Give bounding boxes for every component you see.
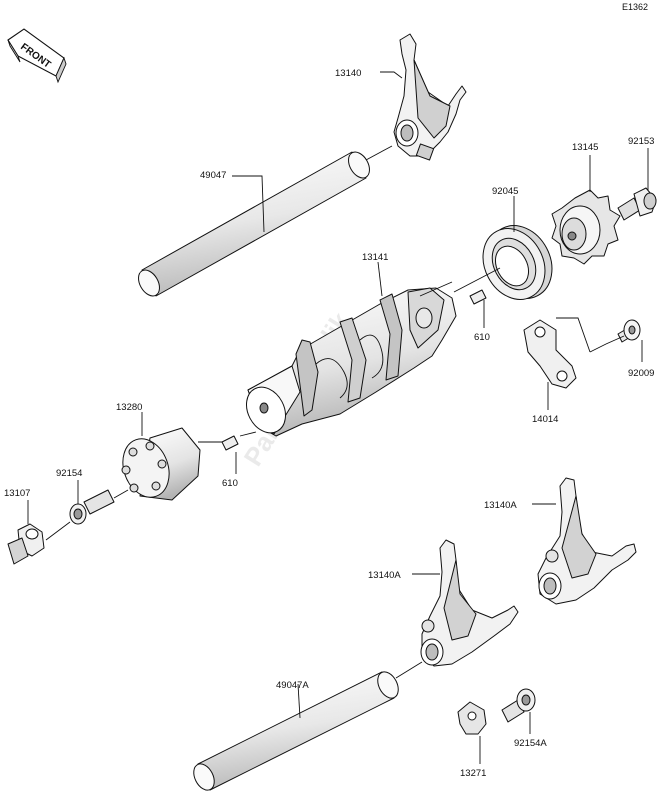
shift-drum-stopper-13145 (551, 189, 621, 265)
shift-drum-13141 (246, 287, 457, 437)
label-92009: 92009 (628, 368, 654, 379)
label-610-upper: 610 (474, 332, 490, 343)
label-13145: 13145 (572, 142, 598, 153)
screw-92009 (617, 319, 641, 343)
dowel-pin-610-lower (221, 435, 239, 451)
label-13271: 13271 (460, 768, 486, 779)
label-13141: 13141 (362, 252, 388, 263)
label-49047A: 49047A (276, 680, 309, 691)
bolt-92153 (617, 187, 657, 221)
part-labels: 13140 49047 13145 92153 92045 13141 610 … (4, 68, 654, 779)
bolt-92154A (501, 688, 536, 723)
label-49047: 49047 (200, 170, 226, 181)
label-13280: 13280 (116, 402, 142, 413)
bearing-92045 (482, 225, 553, 300)
label-610-lower: 610 (222, 478, 238, 489)
label-14014: 14014 (532, 414, 558, 425)
label-92154A: 92154A (514, 738, 547, 749)
shift-rod-49047 (138, 151, 370, 297)
guide-13271 (457, 701, 487, 735)
shift-fork-13140A-left (420, 539, 519, 667)
label-13140A-right: 13140A (484, 500, 517, 511)
diagram-code: E1362 (622, 2, 648, 12)
shift-fork-13140 (393, 33, 467, 161)
leader-lines (27, 71, 649, 764)
label-13140A-left: 13140A (368, 570, 401, 581)
label-13107: 13107 (4, 488, 30, 499)
shift-rod-49047A (193, 671, 399, 791)
front-arrow-icon: FRONT (7, 28, 67, 84)
label-92045: 92045 (492, 186, 518, 197)
shift-fork-13140A-right (537, 477, 637, 605)
label-92154: 92154 (56, 468, 82, 479)
shift-drum-holder-13280 (121, 427, 201, 501)
dowel-pin-610-upper (469, 289, 487, 305)
plate-14014 (523, 319, 577, 389)
label-13140: 13140 (335, 68, 361, 79)
bolt-92154 (69, 489, 115, 525)
label-92153: 92153 (628, 136, 654, 147)
cam-13107 (7, 523, 45, 565)
